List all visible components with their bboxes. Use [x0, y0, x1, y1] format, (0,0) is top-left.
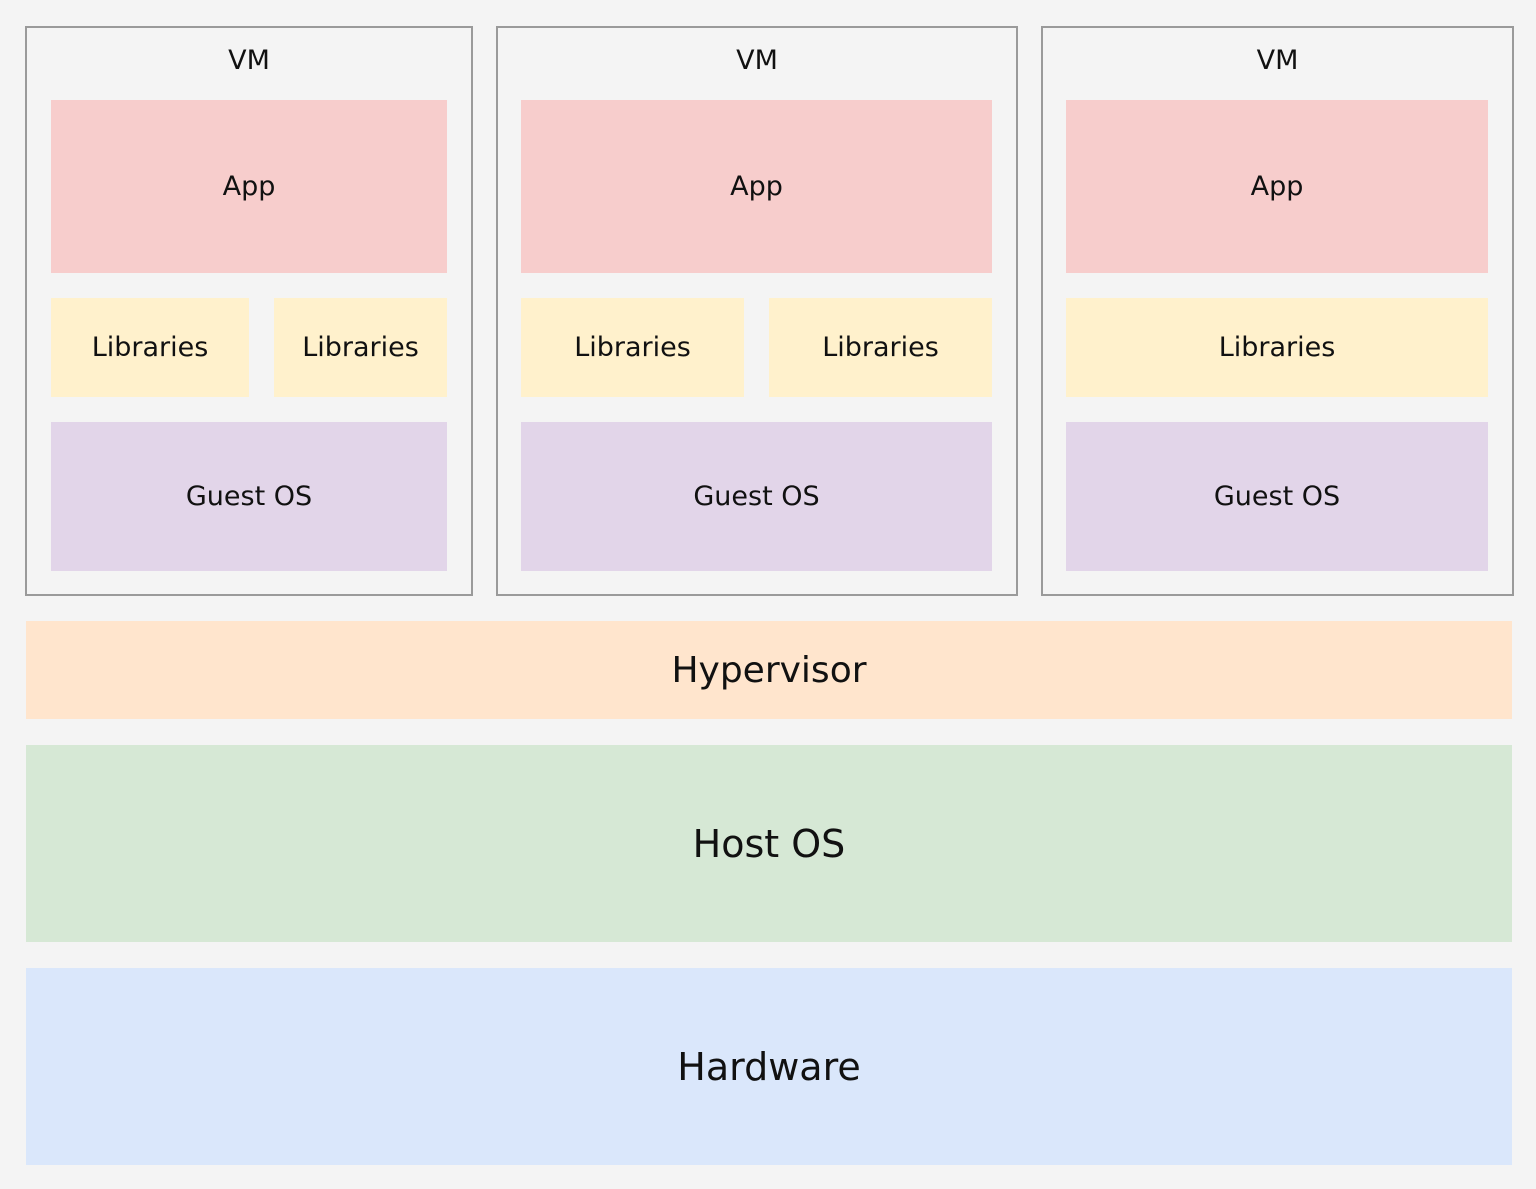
host-os-layer: Host OS: [26, 745, 1512, 942]
guest-os-block: Guest OS: [1066, 422, 1488, 571]
vm-label: VM: [228, 45, 270, 76]
hardware-layer: Hardware: [26, 968, 1512, 1165]
guest-os-block: Guest OS: [51, 422, 447, 571]
vm-box-1: VM App Libraries Libraries Guest OS: [25, 26, 473, 596]
libraries-block: Libraries: [1066, 298, 1488, 397]
vm-label: VM: [736, 45, 778, 76]
libraries-block: Libraries: [51, 298, 249, 397]
vm-box-3: VM App Libraries Guest OS: [1041, 26, 1514, 596]
app-block: App: [521, 100, 992, 273]
libraries-block: Libraries: [274, 298, 447, 397]
hypervisor-layer: Hypervisor: [26, 621, 1512, 719]
libraries-block: Libraries: [521, 298, 744, 397]
app-block: App: [1066, 100, 1488, 273]
app-block: App: [51, 100, 447, 273]
libraries-block: Libraries: [769, 298, 992, 397]
vm-box-2: VM App Libraries Libraries Guest OS: [496, 26, 1018, 596]
guest-os-block: Guest OS: [521, 422, 992, 571]
vm-label: VM: [1256, 45, 1299, 76]
